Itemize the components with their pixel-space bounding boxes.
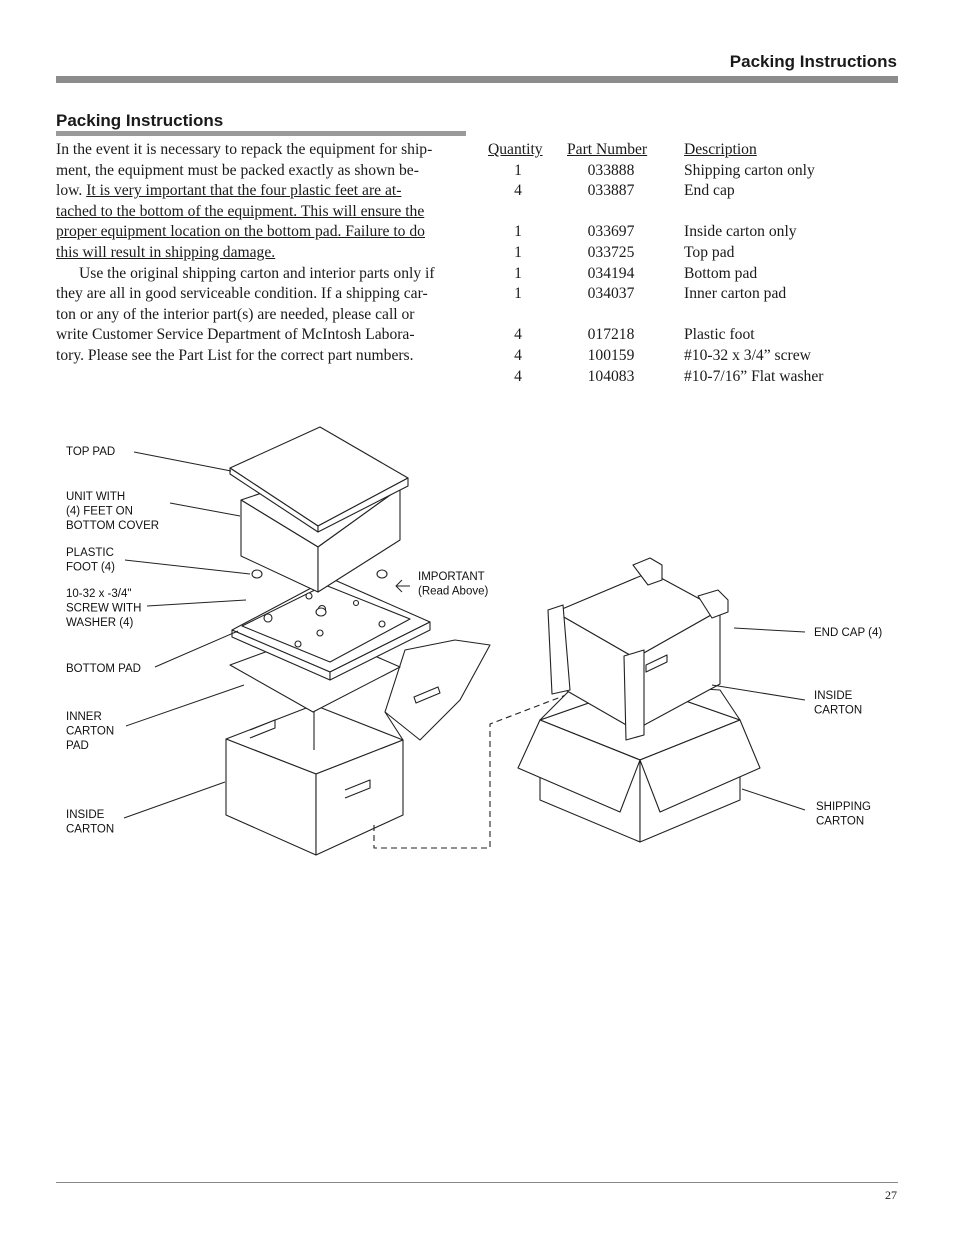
- cell-quantity: 1: [514, 243, 522, 261]
- cell-quantity: 1: [514, 161, 522, 179]
- label-top-pad: TOP PAD: [66, 446, 115, 458]
- cell-description: Top pad: [684, 243, 735, 261]
- text-line: tory. Please see the Part List for the c…: [56, 346, 414, 364]
- cell-part-number: 017218: [587, 326, 635, 344]
- inside-carton-left-drawing: [225, 639, 491, 856]
- dashed-connector: [373, 694, 567, 849]
- section-title: Packing Instructions: [56, 111, 224, 130]
- cell-description: #10-32 x 3/4” screw: [684, 346, 811, 364]
- cell-part-number: 033697: [587, 223, 635, 241]
- cell-description: Plastic foot: [684, 326, 755, 344]
- cell-quantity: 4: [514, 346, 522, 364]
- plastic-feet-drawing: [251, 569, 388, 617]
- label-shipping-carton: SHIPPING CARTON: [816, 801, 874, 828]
- text-line: Use the original shipping carton and int…: [79, 264, 435, 282]
- instructions-text: In the event it is necessary to repack t…: [56, 140, 468, 367]
- text-line: ment, the equipment must be packed exact…: [56, 161, 419, 179]
- label-line: CARTON: [816, 816, 864, 828]
- cell-quantity: 1: [514, 264, 522, 282]
- cell-description: Inside carton only: [684, 223, 797, 241]
- label-line: PAD: [66, 740, 89, 752]
- inner-carton-pad-drawing: [229, 631, 401, 713]
- label-line: CARTON: [814, 705, 862, 717]
- text-line: they are all in good serviceable conditi…: [56, 285, 428, 303]
- label-line: 10-32 x -3/4": [66, 588, 131, 600]
- page-header-title: Packing Instructions: [729, 52, 897, 71]
- footer-rule: [56, 1182, 898, 1183]
- cell-part-number: 034037: [587, 285, 635, 303]
- cell-quantity: 4: [514, 326, 522, 344]
- header-part-number: Part Number: [567, 141, 648, 158]
- label-line: SCREW WITH: [66, 603, 141, 615]
- shipping-carton-drawing: [517, 684, 761, 843]
- unit-bottom-drawing: [241, 584, 411, 663]
- label-line: UNIT WITH: [66, 491, 125, 503]
- text-line: In the event it is necessary to repack t…: [56, 141, 433, 158]
- important-note: It is very important that the four plast…: [86, 182, 402, 200]
- unit-drawing: [240, 469, 401, 593]
- cell-part-number: 100159: [587, 346, 635, 364]
- label-line: IMPORTANT: [418, 571, 485, 583]
- cell-description: Inner carton pad: [684, 285, 787, 303]
- leader-lines: [123, 451, 806, 819]
- label-line: BOTTOM COVER: [66, 520, 159, 532]
- label-line: PLASTIC: [66, 547, 114, 559]
- label-line: CARTON: [66, 824, 114, 836]
- label-line: (4) FEET ON: [66, 506, 133, 518]
- end-caps-drawing: [547, 557, 729, 741]
- label-screw: 10-32 x -3/4" SCREW WITH WASHER (4): [66, 588, 145, 629]
- cell-description: Bottom pad: [684, 264, 758, 282]
- important-note-line: proper equipment location on the bottom …: [56, 223, 425, 241]
- cell-quantity: 1: [514, 285, 522, 303]
- inside-carton-right-drawing: [554, 571, 721, 731]
- label-bottom-pad: BOTTOM PAD: [66, 663, 141, 675]
- section-rule: [56, 131, 466, 136]
- text-line: write Customer Service Department of McI…: [56, 326, 415, 344]
- label-line: CARTON: [66, 726, 114, 738]
- label-line: WASHER (4): [66, 617, 133, 629]
- text-line: ton or any of the interior part(s) are n…: [56, 305, 415, 323]
- important-note-line: tached to the bottom of the equipment. T…: [56, 202, 425, 220]
- cell-part-number: 033887: [587, 182, 635, 200]
- cell-part-number: 033888: [587, 161, 635, 179]
- important-note-line: this will result in shipping damage.: [56, 243, 468, 264]
- top-pad-drawing: [229, 426, 409, 533]
- cell-quantity: 4: [514, 367, 522, 385]
- label-line: SHIPPING: [816, 801, 871, 813]
- cell-part-number: 104083: [587, 367, 635, 385]
- label-line: INNER: [66, 711, 102, 723]
- page-number: 27: [885, 1188, 897, 1202]
- label-unit-with: UNIT WITH (4) FEET ON BOTTOM COVER: [66, 491, 159, 532]
- header-description: Description: [684, 141, 757, 158]
- paragraph-2: Use the original shipping carton and int…: [56, 264, 468, 367]
- label-line: (Read Above): [418, 586, 488, 598]
- cell-part-number: 033725: [587, 243, 635, 261]
- cell-description: Shipping carton only: [684, 161, 815, 179]
- header-rule: [56, 76, 898, 83]
- important-note-fragment: this will result in shipping damage.: [56, 243, 276, 261]
- text-line: low. It is very important that the four …: [56, 181, 468, 202]
- label-line: INSIDE: [814, 690, 853, 702]
- label-inside-carton-left: INSIDE CARTON: [66, 809, 114, 836]
- label-plastic-foot: PLASTIC FOOT (4): [66, 547, 117, 574]
- cell-description: End cap: [684, 182, 735, 200]
- cell-quantity: 1: [514, 223, 522, 241]
- paragraph-1: In the event it is necessary to repack t…: [56, 140, 468, 264]
- label-inside-carton-right: INSIDE CARTON: [814, 690, 862, 717]
- header-quantity: Quantity: [488, 141, 543, 158]
- text-fragment: low.: [56, 182, 87, 200]
- bottom-pad-drawing: [231, 577, 431, 681]
- label-line: FOOT (4): [66, 562, 115, 574]
- label-line: INSIDE: [66, 809, 105, 821]
- cell-part-number: 034194: [587, 264, 635, 282]
- cell-quantity: 4: [514, 182, 522, 200]
- label-inner-carton-pad: INNER CARTON PAD: [66, 711, 117, 752]
- cell-description: #10-7/16” Flat washer: [684, 367, 824, 385]
- label-end-cap: END CAP (4): [814, 627, 882, 639]
- label-important: IMPORTANT (Read Above): [418, 571, 488, 598]
